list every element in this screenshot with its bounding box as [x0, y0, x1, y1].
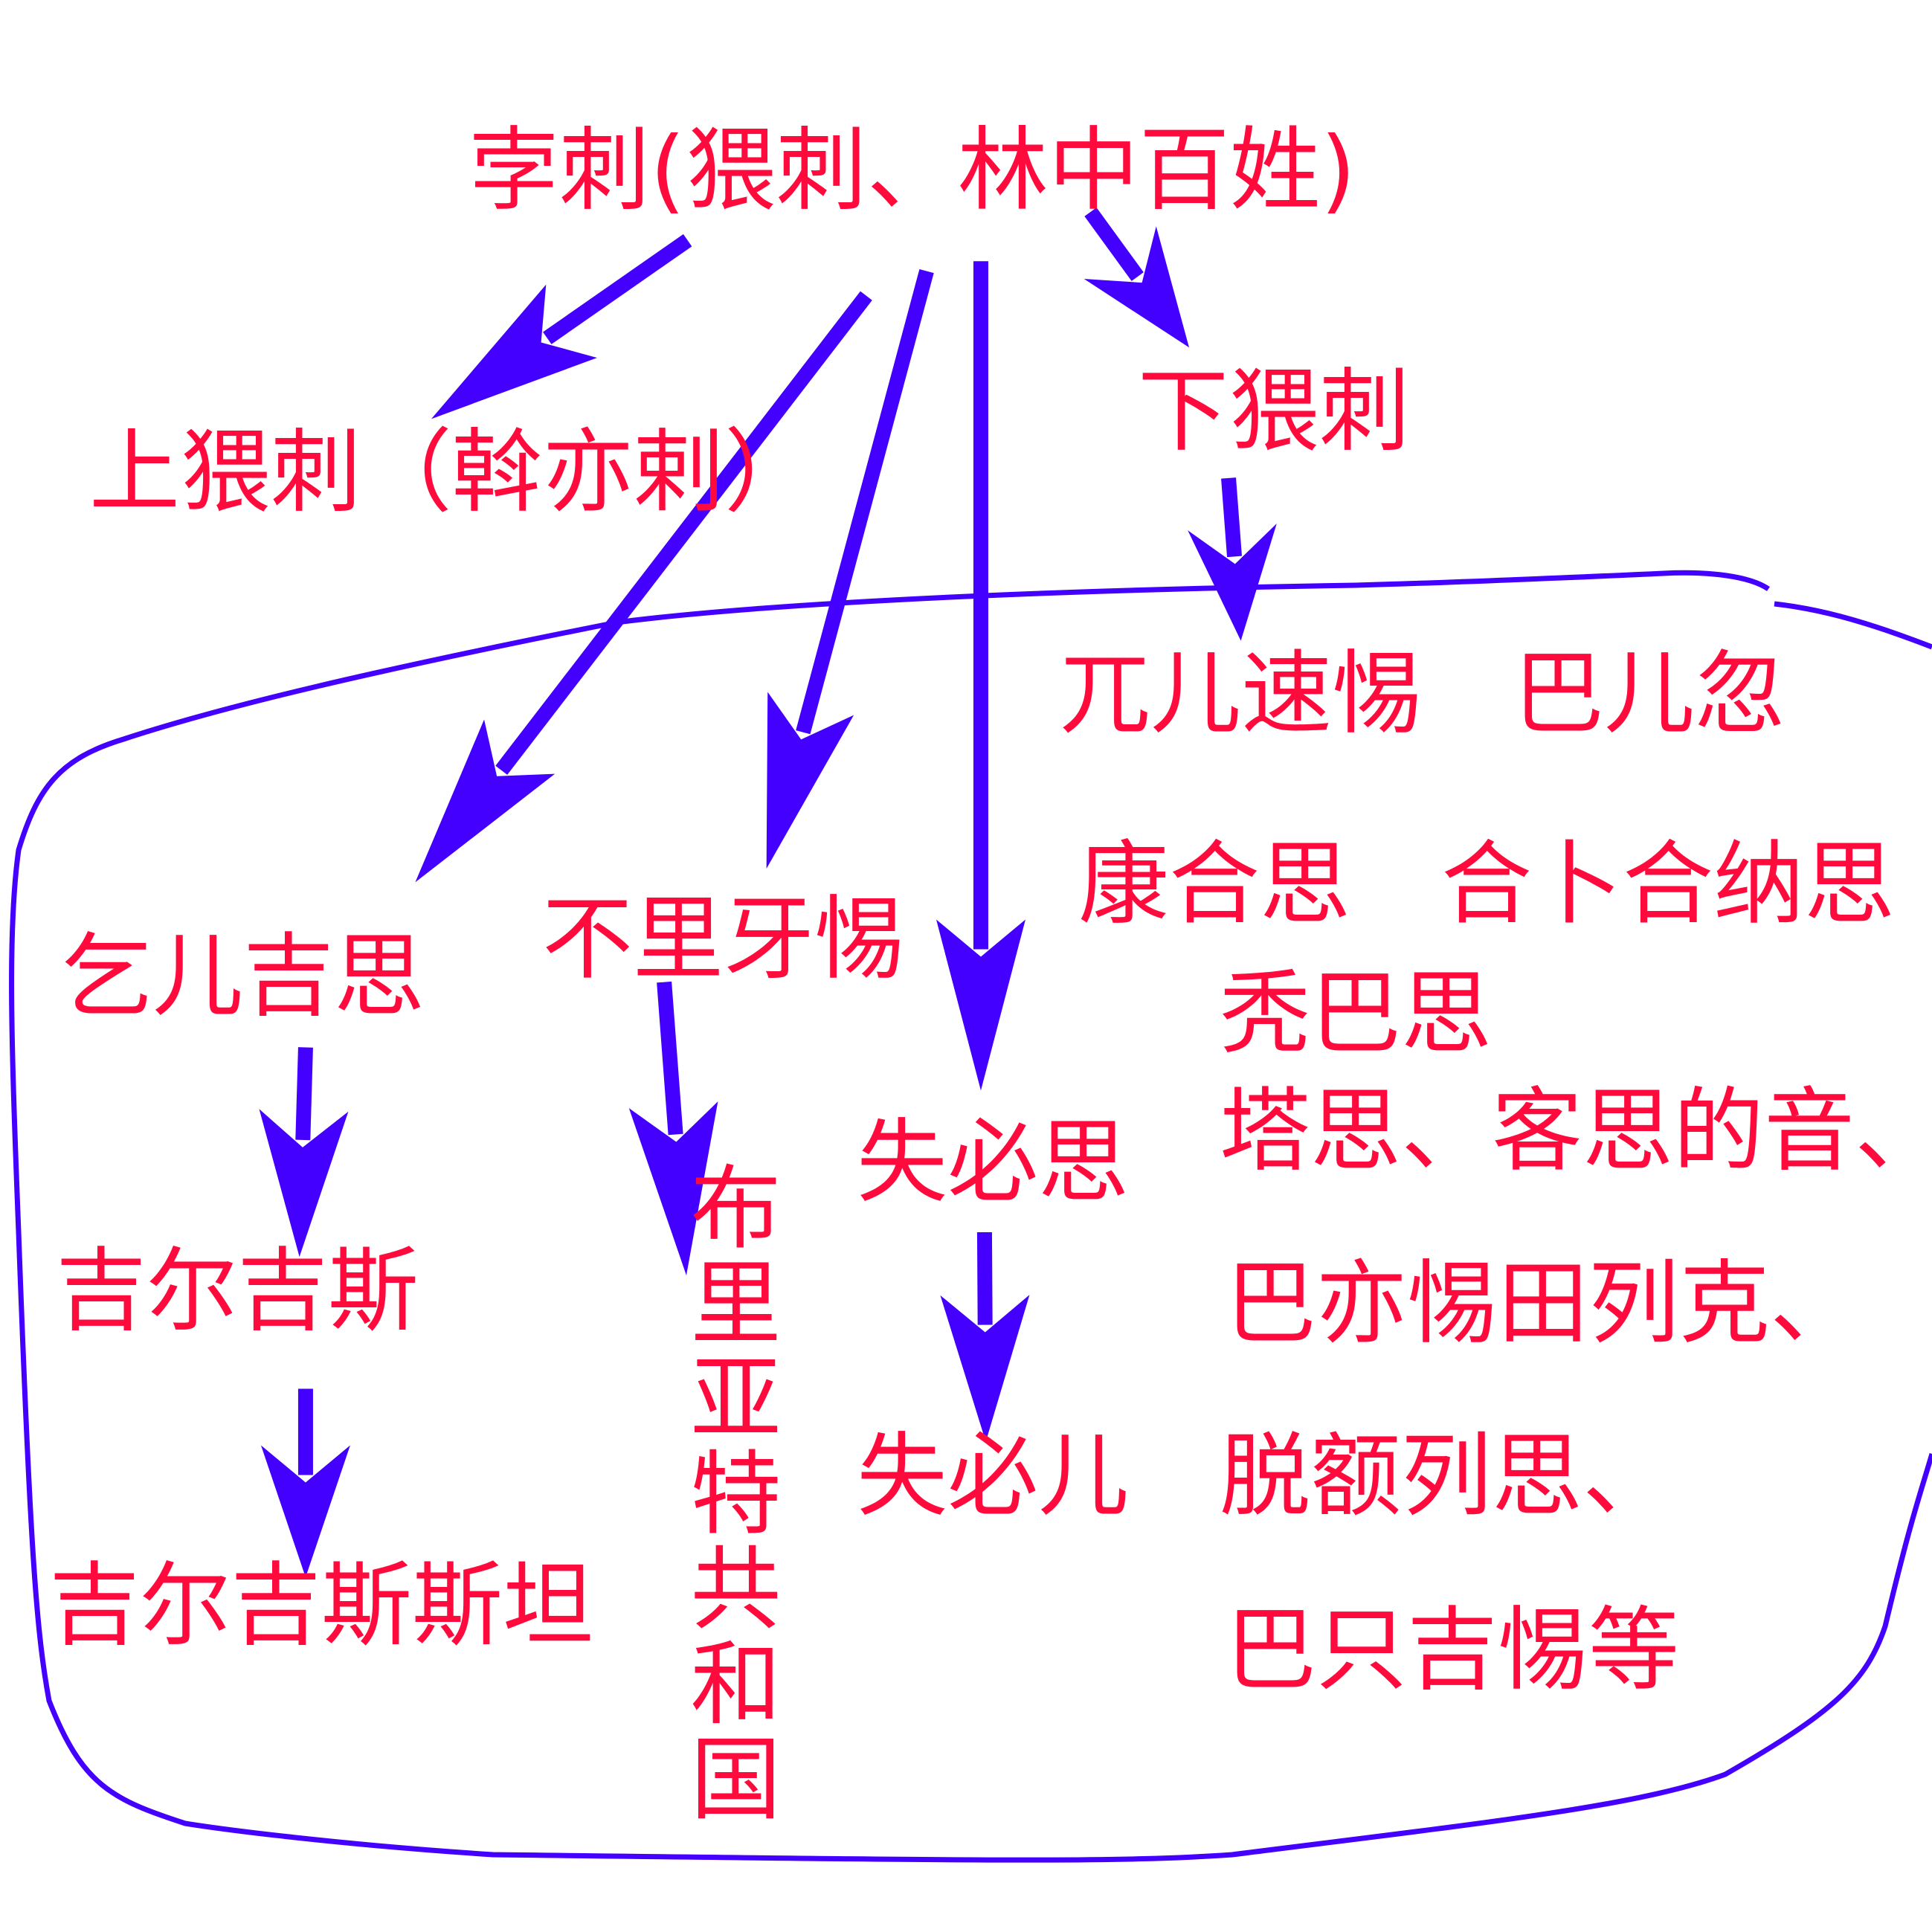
arrow-head — [936, 919, 1025, 1091]
node-lower-tribes-4: 塔思、客思的音、 — [1220, 1078, 1932, 1184]
arrow-shaft — [495, 291, 872, 775]
arrow-kirgiz-to-kyrgyz — [259, 1047, 349, 1258]
arrow-root-to-buryat — [766, 268, 934, 869]
arrow-shaft — [543, 234, 692, 344]
arrow-head — [415, 719, 556, 883]
arrow-shaft — [1221, 477, 1242, 558]
arrow-head — [1188, 524, 1277, 641]
arrow-head — [260, 1445, 350, 1577]
arrow-shaft — [657, 981, 683, 1136]
node-lower-tribes-7: 巴只吉惕等 — [1226, 1597, 1679, 1703]
node-lower-tribes-2: 康合思 合卜合纳思 — [1078, 831, 1895, 937]
arrow-kyrgyz-to-kyrgyzstan — [260, 1388, 350, 1577]
node-lower-oirat: 下猥刺 — [1138, 358, 1410, 464]
arrow-shaft — [796, 268, 934, 735]
arrow-lower-to-tribes — [1188, 477, 1277, 641]
arrow-head — [628, 1101, 718, 1275]
arrow-buryat-to-republic — [628, 981, 718, 1275]
arrow-root-to-upper — [431, 234, 692, 419]
node-shibir: 失必儿 — [857, 1423, 1129, 1529]
arrow-root-to-shibis — [936, 261, 1025, 1091]
arrow-head — [431, 284, 597, 419]
node-kyrgyz: 吉尔吉斯 — [56, 1238, 419, 1344]
node-buryat-republic: 布里亚特共和国 — [675, 1160, 781, 1826]
arrow-root-to-lower — [1083, 207, 1190, 348]
node-buryat: 不里牙惕 — [542, 886, 905, 992]
arrow-head — [766, 692, 854, 869]
arrow-shaft — [295, 1047, 313, 1141]
arrow-head — [259, 1109, 349, 1258]
node-lower-tribes-6: 脱额列思、 — [1220, 1423, 1673, 1529]
arrow-head — [940, 1295, 1030, 1442]
arrow-head — [1083, 226, 1190, 348]
node-lower-tribes-1: 兀儿速惕 巴儿忽 — [1060, 641, 1786, 747]
node-kirgiz: 乞儿吉思 — [62, 924, 425, 1029]
region-outline — [9, 570, 1932, 1863]
node-lower-tribes-5: 巴亦惕田列克、 — [1226, 1251, 1861, 1356]
node-upper-oirat: 上猥刺（斡亦剌） — [89, 419, 815, 525]
arrow-shaft — [1084, 207, 1144, 281]
node-kyrgyzstan: 吉尔吉斯斯坦 — [49, 1553, 593, 1658]
node-lower-tribes-3: 秃巴思 — [1220, 961, 1492, 1066]
node-shibis: 失必思 — [857, 1110, 1129, 1215]
arrow-shibis-to-shibir — [940, 1231, 1030, 1442]
arrows — [259, 207, 1277, 1577]
arrow-root-to-kirgiz — [415, 291, 872, 883]
node-root: 孛刺(猥刺、林中百姓) — [468, 117, 1356, 223]
